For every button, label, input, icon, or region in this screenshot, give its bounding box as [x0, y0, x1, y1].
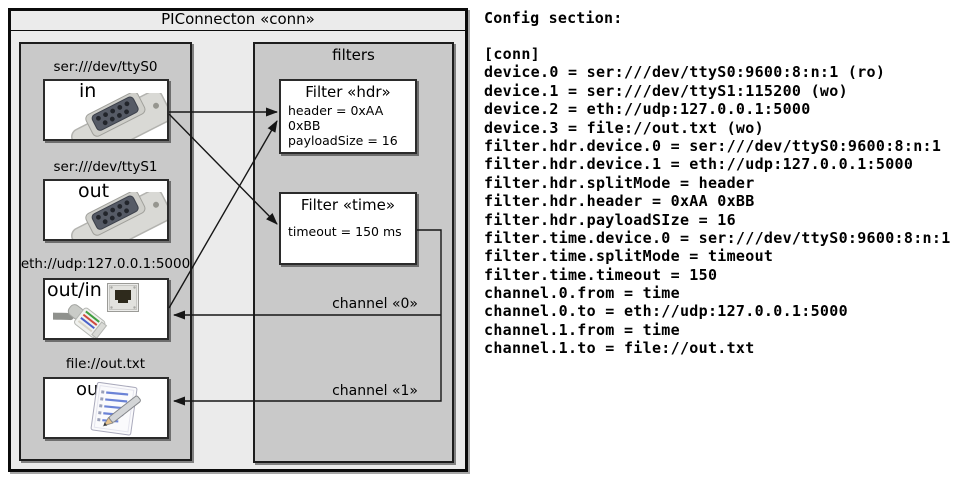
device-box-file: out — [43, 377, 169, 439]
config-line: filter.hdr.splitMode = header — [484, 173, 755, 192]
device-url-label: ser:///dev/ttyS0 — [53, 59, 158, 75]
config-line: filter.time.timeout = 150 — [484, 265, 718, 284]
config-line: [conn] — [484, 45, 540, 63]
device-port-name: out/in — [47, 279, 102, 301]
filter-title: Filter «time» — [300, 196, 396, 214]
config-line: filter.time.device.0 = ser:///dev/ttyS0:… — [484, 228, 951, 247]
ethernet-plug-icon — [53, 304, 108, 338]
channel-0-label: channel «0» — [332, 296, 418, 312]
ethernet-jack-icon — [107, 283, 139, 312]
filters-group-title: filters — [332, 46, 375, 64]
device-url-label: ser:///dev/ttyS1 — [53, 159, 158, 175]
config-line: channel.1.to = file://out.txt — [484, 339, 755, 358]
config-line: device.2 = eth://udp:127.0.0.1:5000 — [484, 100, 811, 119]
config-line: filter.time.splitMode = timeout — [484, 247, 774, 266]
filter-property: timeout = 150 ms — [288, 224, 402, 239]
diagram-title: PIConnecton «conn» — [161, 10, 315, 28]
config-line: filter.hdr.device.0 = ser:///dev/ttyS0:9… — [484, 136, 942, 155]
filter-property: payloadSize = 16 — [288, 133, 398, 148]
filter-title: Filter «hdr» — [305, 83, 391, 101]
serial-connector-icon — [71, 192, 167, 239]
config-line: device.0 = ser:///dev/ttyS0:9600:8:n:1 (… — [484, 63, 886, 82]
device-url-label: file://out.txt — [65, 356, 146, 372]
config-line: filter.hdr.payloadSIze = 16 — [484, 210, 736, 229]
config-line: channel.1.from = time — [484, 320, 680, 339]
serial-connector-icon — [71, 93, 167, 139]
notepad-icon — [90, 382, 141, 436]
device-port-name: out — [78, 180, 110, 202]
config-line: filter.hdr.device.1 = eth://udp:127.0.0.… — [484, 155, 914, 174]
config-text: [conn] device.0 = ser:///dev/ttyS0:9600:… — [484, 45, 962, 358]
device-box-ttyS0: in — [43, 79, 169, 141]
config-line: channel.0.to = eth://udp:127.0.0.1:5000 — [484, 302, 848, 321]
config-line: device.1 = ser:///dev/ttyS1:115200 (wo) — [484, 81, 848, 100]
channel-1-label: channel «1» — [332, 383, 418, 399]
config-line: device.3 = file://out.txt (wo) — [484, 118, 764, 137]
device-box-ttyS1: out — [43, 179, 169, 241]
config-line: channel.0.from = time — [484, 284, 680, 303]
device-port-name: in — [79, 80, 97, 102]
filter-property: header = 0xAA 0xBB — [288, 103, 384, 133]
filter-time-box: Filter «time» timeout = 150 ms — [279, 192, 417, 265]
config-line: filter.hdr.header = 0xAA 0xBB — [484, 192, 755, 211]
filter-hdr-box: Filter «hdr» header = 0xAA 0xBB payloadS… — [279, 79, 417, 154]
device-url-label: eth://udp:127.0.0.1:5000 — [20, 256, 191, 272]
device-box-eth: out/in — [43, 278, 169, 340]
config-heading: Config section: — [484, 9, 623, 27]
title-separator — [11, 30, 465, 31]
